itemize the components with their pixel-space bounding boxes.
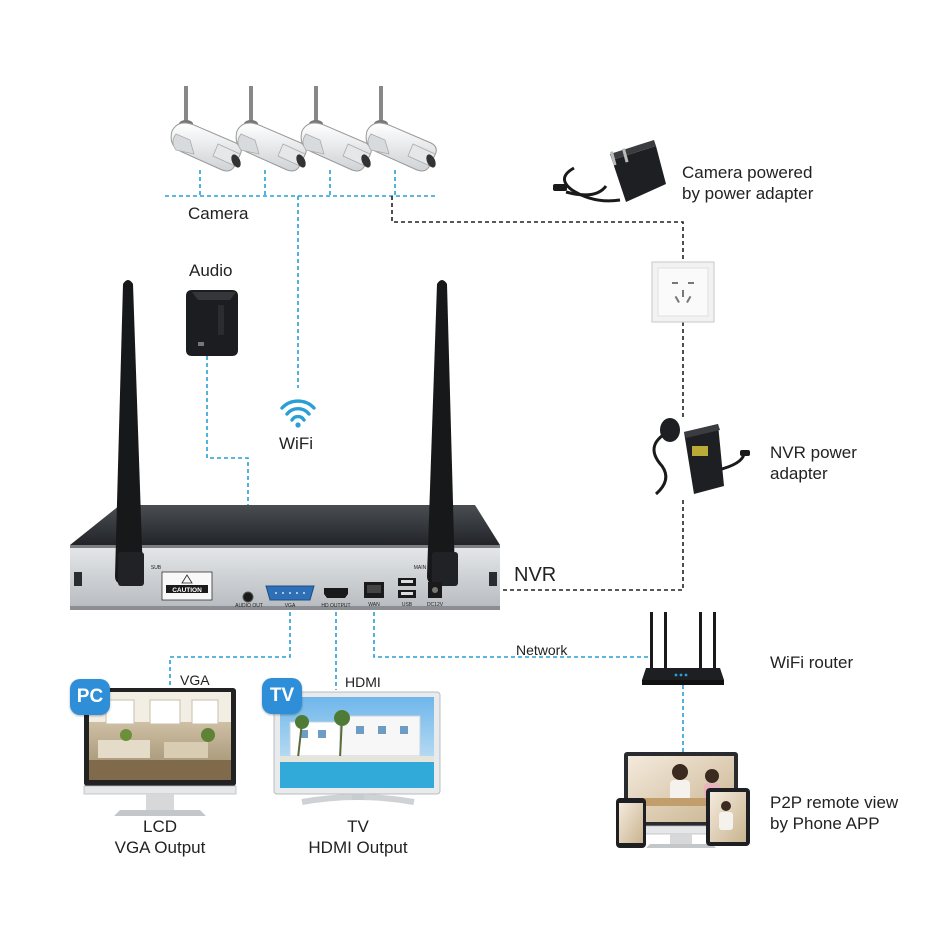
antenna-left (115, 280, 144, 586)
tv-badge: TV (262, 678, 302, 714)
network-label: Network (516, 642, 568, 658)
hdmi-label: HDMI (345, 674, 381, 690)
audio-label: Audio (189, 261, 233, 280)
nvr-device: CAUTION AUDIO OUT VGA HD OUTPUT WAN (70, 280, 500, 610)
camera-icon (300, 86, 372, 172)
audio-out-port (242, 591, 254, 603)
port-label-hdmi: HD OUTPUT (321, 603, 350, 609)
power-dashed-lines (391, 196, 684, 591)
camera-power-adapter-icon (553, 140, 666, 203)
vga-label: VGA (180, 672, 210, 688)
p2p-devices-icon (616, 752, 750, 848)
wifi-label: WiFi (279, 434, 313, 453)
port-label-usb: USB (402, 602, 413, 608)
camera-power-label-line1: Camera powered (682, 163, 813, 182)
nvr-power-label-line2: adapter (770, 464, 828, 483)
camera-icon (365, 86, 437, 172)
usb-ports (398, 578, 416, 598)
nvr-label: NVR (514, 564, 557, 586)
wifi-router-label: WiFi router (770, 653, 854, 672)
tv-label: TV HDMI Output (288, 816, 428, 858)
antenna-mark-sub: SUB (151, 565, 162, 571)
vga-port (265, 585, 315, 601)
p2p-label: P2P remote view by Phone APP (770, 792, 898, 834)
dc-port (428, 582, 442, 598)
camera-group (170, 86, 437, 172)
antenna-right (427, 280, 458, 586)
tv-label-line2: HDMI Output (308, 838, 408, 857)
camera-power-label: Camera powered by power adapter (682, 162, 813, 204)
camera-icon (170, 86, 242, 172)
wifi-router-icon (642, 612, 724, 685)
caution-text: CAUTION (172, 587, 202, 594)
camera-icon (235, 86, 307, 172)
tv-icon (273, 691, 441, 805)
port-label-vga: VGA (285, 603, 296, 609)
video-network-lines (169, 605, 684, 752)
antenna-mark-main: MAIN (414, 565, 427, 571)
nvr-power-label-line1: NVR power (770, 443, 857, 462)
tv-label-line1: TV (347, 817, 369, 836)
p2p-label-line1: P2P remote view (770, 793, 899, 812)
p2p-label-line2: by Phone APP (770, 814, 880, 833)
camera-power-label-line2: by power adapter (682, 184, 814, 203)
nvr-power-adapter-icon (652, 418, 750, 496)
nvr-power-label: NVR power adapter (770, 442, 857, 484)
wall-socket-icon (651, 261, 715, 323)
lcd-label-line2: VGA Output (114, 838, 206, 857)
lcd-monitor-icon (83, 688, 237, 816)
wan-port (364, 582, 384, 598)
camera-label: Camera (188, 204, 249, 223)
port-label-wan: WAN (368, 602, 380, 608)
caution-label (161, 571, 213, 601)
port-label-dc: DC12V (427, 602, 444, 608)
wifi-icon (280, 399, 316, 428)
port-label-audio: AUDIO OUT (235, 603, 263, 609)
wifi-dashed-lines (165, 170, 435, 388)
hdmi-port (324, 588, 348, 598)
pc-badge: PC (70, 679, 110, 715)
lcd-label-line1: LCD (142, 817, 177, 836)
lcd-label: LCD VGA Output (90, 816, 230, 858)
speaker-icon (186, 290, 238, 356)
